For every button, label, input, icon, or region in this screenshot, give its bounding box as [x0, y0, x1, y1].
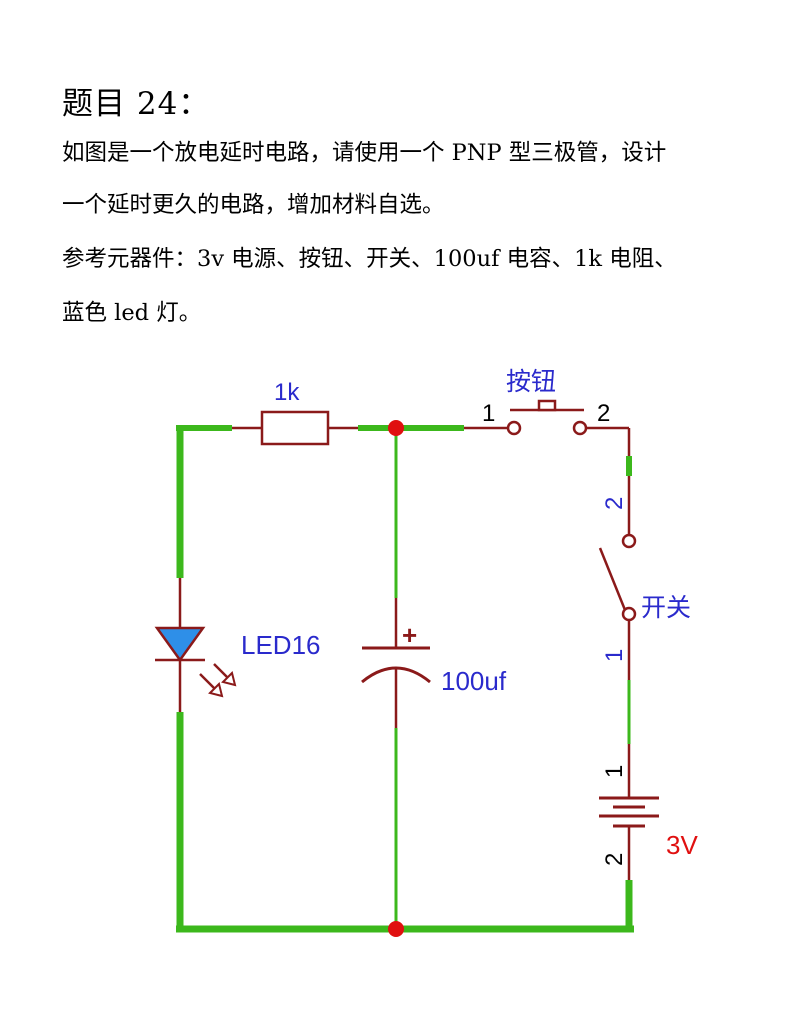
button-pin-2: 2 [597, 400, 610, 427]
question-title: 题目 24： [62, 86, 211, 122]
resistor-body [260, 410, 330, 446]
capacitor-label: 100uf [441, 666, 507, 696]
switch-label: 开关 [641, 594, 691, 622]
reference-components-line-1: 参考元器件：3v 电源、按钮、开关、100uf 电容、1k 电阻、 [62, 246, 677, 272]
led [154, 626, 237, 698]
electrolytic-capacitor [361, 646, 431, 684]
button-pin-1: 1 [482, 400, 495, 427]
capacitor-plus-sign: + [402, 620, 417, 650]
switch-pin-2: 2 [601, 497, 628, 510]
button-label: 按钮 [506, 368, 556, 396]
wires [176, 425, 634, 933]
push-button [506, 399, 588, 436]
battery-pin-1: 1 [601, 765, 628, 778]
battery [599, 796, 659, 828]
question-text-line-1: 如图是一个放电延时电路，请使用一个 PNP 型三极管，设计 [62, 140, 667, 166]
battery-label: 3V [666, 830, 698, 860]
battery-pin-2: 2 [601, 853, 628, 866]
component-leads [178, 426, 631, 880]
junction-top [388, 420, 404, 436]
question-text-line-2: 一个延时更久的电路，增加材料自选。 [62, 192, 445, 218]
resistor-label: 1k [274, 379, 300, 406]
toggle-switch [598, 533, 637, 622]
reference-components-line-2: 蓝色 led 灯。 [62, 300, 202, 326]
led-label: LED16 [241, 630, 321, 660]
junction-bottom [388, 921, 404, 937]
switch-pin-1: 1 [601, 649, 628, 662]
